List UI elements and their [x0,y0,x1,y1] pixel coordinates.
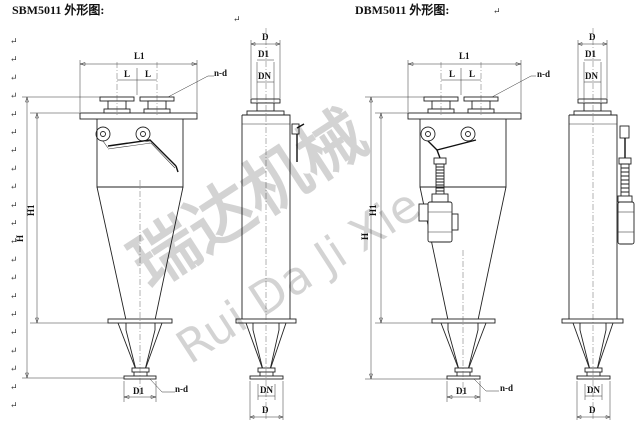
sbm-front-leg-inner-right [144,323,156,371]
sbm-front-leg-left [117,322,137,371]
dim-d1-bottom-left: D1 [133,386,144,396]
paragraph-mark: ↵ [10,254,18,264]
dim-h-left: H [15,235,25,242]
sbm-front-top-plate [79,112,198,120]
dbm-front-pulley-right [460,126,476,142]
paragraph-mark: ↵ [10,163,18,173]
dim-l1-right: L1 [459,51,470,61]
paragraph-mark: ↵ [10,291,18,301]
dim-d1-top-left: D1 [258,49,269,59]
sbm-side-lever-mount [291,123,300,135]
sbm-front-pulley-right [135,126,151,142]
sbm-front-leg-inner-left [125,323,137,371]
paragraph-mark: ↵ [10,382,18,392]
title-end-mark-right: ↵ [493,6,501,16]
paragraph-mark: ↵ [10,309,18,319]
paragraph-mark: ↵ [10,236,18,246]
paragraph-mark: ↵ [10,364,18,374]
sbm-front-cylinder [96,119,184,188]
sbm-front-pulley-left [95,126,111,142]
paragraph-mark: ↵ [10,182,18,192]
dim-d-top-left: D [262,32,269,42]
dim-d-bottom-right: D [589,405,596,415]
dim-l1-left: L1 [134,51,145,61]
dim-l-left-b: L [145,69,151,79]
dim-d1-bottom-right: D1 [456,386,467,396]
title-dbm5011: DBM5011 外形图: [355,2,449,17]
paragraph-mark: ↵ [10,218,18,228]
paragraph-mark: ↵ [10,400,18,410]
dbm-side-dimensions: D D1 DN DN D [576,32,611,420]
dim-d1-top-right: D1 [585,49,596,59]
dbm-front-cylinder [419,119,507,188]
dbm-front-pulley-left [420,126,436,142]
sbm-front-outlet-flange [131,367,150,373]
dim-nd-top-left: n-d [214,68,227,78]
paragraph-marks-column: ↵ ↵ ↵ ↵ ↵ ↵ ↵ ↵ ↵ ↵ ↵ ↵ ↵ ↵ ↵ ↵ ↵ ↵ ↵ ↵ ↵ [10,36,18,410]
dim-h1-left: H1 [26,204,36,216]
paragraph-mark: ↵ [10,54,18,64]
sbm-side-dimensions: D D1 DN DN D [249,32,284,420]
sbm-front-dimensions: L1 L L n-d H H1 D1 n-d [15,51,227,402]
paragraph-mark: ↵ [10,127,18,137]
dbm-side-vibration-motor [617,125,635,245]
title-end-mark-left: ↵ [233,14,241,24]
paragraph-mark: ↵ [10,345,18,355]
dim-l-left-a: L [124,69,130,79]
dbm-front-view [407,62,522,395]
dbm-front-dimensions: L1 L L n-d H H1 D1 n-d [360,51,550,402]
paragraph-mark: ↵ [10,36,18,46]
paragraph-mark: ↵ [10,273,18,283]
dim-dn-top-right: DN [585,71,598,81]
dbm-front-top-plate [407,112,522,120]
sbm-front-view [79,62,198,395]
sbm-front-leg-right [144,322,163,371]
dim-l-right-a: L [449,69,455,79]
sbm-side-view [235,28,305,420]
dim-h1-right: H1 [368,204,378,216]
dim-dn-bottom-left: DN [260,385,273,395]
sbm-front-linkage-arm [107,139,177,167]
paragraph-mark: ↵ [10,145,18,155]
dim-nd-top-right: n-d [537,69,550,79]
dim-dn-bottom-right: DN [587,385,600,395]
paragraph-mark: ↵ [10,109,18,119]
dbm-side-view [561,28,635,420]
dim-d-bottom-left: D [262,405,269,415]
paragraph-mark: ↵ [10,72,18,82]
dim-l-right-b: L [469,69,475,79]
paragraph-mark: ↵ [10,327,18,337]
paragraph-mark: ↵ [10,91,18,101]
title-sbm5011: SBM5011 外形图: [12,2,104,17]
dim-d-top-right: D [589,32,596,42]
paragraph-mark: ↵ [10,200,18,210]
dim-nd-bottom-right: n-d [500,383,513,393]
dbm-front-vibration-motor [418,157,459,243]
dim-nd-bottom-left: n-d [175,384,188,394]
dim-h-right: H [360,233,370,240]
dim-dn-top-left: DN [258,71,271,81]
